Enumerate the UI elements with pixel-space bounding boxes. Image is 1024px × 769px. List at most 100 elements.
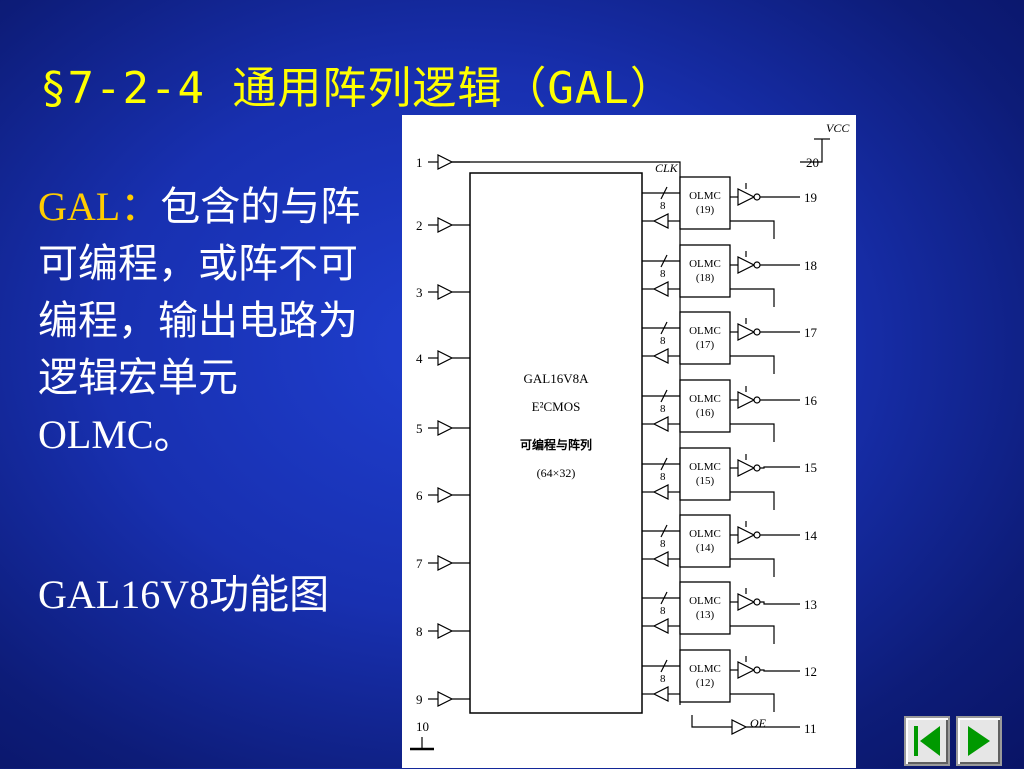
olmc-block — [679, 311, 731, 365]
bus-width-label: 8 — [660, 471, 666, 483]
output-pin-number: 15 — [804, 460, 817, 475]
oe-label: OE — [750, 716, 767, 730]
bus-width-label: 8 — [660, 335, 666, 347]
output-pin-number: 14 — [804, 528, 818, 543]
gal16v8-schematic: GAL16V8A E²CMOS 可编程与阵列 (64×32) VCC CLK O… — [410, 121, 850, 751]
olmc-index: (14) — [696, 542, 715, 554]
input-pin-number: 2 — [416, 218, 423, 233]
output-inverter-bubble — [753, 193, 761, 201]
input-buffer — [437, 487, 454, 503]
input-buffer — [437, 350, 454, 366]
feedback-buffer — [652, 618, 669, 634]
feedback-buffer — [652, 348, 669, 364]
bus-width-label: 8 — [660, 403, 666, 415]
feedback-buffer — [652, 484, 669, 500]
output-pin-number: 18 — [804, 258, 817, 273]
input-buffer — [437, 217, 454, 233]
input-pin-number: 6 — [416, 488, 423, 503]
olmc-index: (18) — [696, 272, 715, 284]
olmc-index: (13) — [696, 609, 715, 621]
output-inverter-bubble — [753, 666, 761, 674]
olmc-index: (12) — [696, 677, 715, 689]
chip-name: GAL16V8A — [524, 371, 590, 386]
oe-buffer — [731, 719, 748, 735]
vcc-pin-number: 20 — [806, 155, 819, 170]
olmc-block — [679, 514, 731, 568]
input-buffer — [437, 420, 454, 436]
olmc-block — [679, 379, 731, 433]
bus-width-label: 8 — [660, 605, 666, 617]
gal16v8-diagram: GAL16V8A E²CMOS 可编程与阵列 (64×32) VCC CLK O… — [402, 115, 856, 768]
feedback-buffer — [652, 281, 669, 297]
bus-width-label: 8 — [660, 200, 666, 212]
input-pin-number: 3 — [416, 285, 423, 300]
input-buffer — [437, 623, 454, 639]
output-buffer — [737, 661, 756, 679]
chip-process: E²CMOS — [532, 399, 581, 414]
olmc-label: OLMC — [689, 663, 721, 675]
array-size: (64×32) — [537, 466, 576, 480]
description-text: GAL：包含的与阵可编程，或阵不可编程，输出电路为逻辑宏单元OLMC。 — [38, 178, 378, 463]
diagram-caption: GAL16V8功能图 — [38, 572, 330, 617]
repeated-pins-and-cells: 1234567898OLMC(19)198OLMC(18)188OLMC(17)… — [410, 154, 818, 751]
olmc-index: (15) — [696, 475, 715, 487]
input-pin-number: 4 — [416, 351, 423, 366]
olmc-block — [679, 447, 731, 501]
feedback-buffer — [652, 551, 669, 567]
vcc-label: VCC — [826, 121, 850, 135]
olmc-label: OLMC — [689, 461, 721, 473]
output-buffer — [737, 593, 756, 611]
description-prefix: GAL： — [38, 184, 161, 229]
next-slide-button[interactable] — [956, 716, 1002, 766]
input-pin-number: 9 — [416, 692, 423, 707]
input-buffer — [437, 154, 454, 170]
output-pin-number: 19 — [804, 190, 817, 205]
clk-label: CLK — [655, 161, 679, 175]
output-inverter-bubble — [753, 531, 761, 539]
olmc-label: OLMC — [689, 258, 721, 270]
output-inverter-bubble — [753, 261, 761, 269]
olmc-index: (16) — [696, 407, 715, 419]
output-buffer — [737, 256, 756, 274]
prev-slide-button[interactable] — [904, 716, 950, 766]
olmc-block — [679, 649, 731, 703]
olmc-block — [679, 581, 731, 635]
next-slide-icon — [968, 726, 990, 756]
slide-title: §7-2-4 通用阵列逻辑（GAL） — [40, 63, 675, 114]
output-buffer — [737, 323, 756, 341]
output-inverter-bubble — [753, 598, 761, 606]
description-body: 包含的与阵可编程，或阵不可编程，输出电路为逻辑宏单元OLMC。 — [38, 184, 361, 457]
output-buffer — [737, 391, 756, 409]
olmc-index: (17) — [696, 339, 715, 351]
output-inverter-bubble — [753, 464, 761, 472]
and-array-block — [469, 172, 643, 714]
input-buffer — [437, 284, 454, 300]
array-label: 可编程与阵列 — [520, 437, 592, 452]
olmc-block — [679, 176, 731, 230]
ground-pin-number: 10 — [416, 719, 429, 734]
output-pin-number: 13 — [804, 597, 817, 612]
output-buffer — [737, 459, 756, 477]
bus-width-label: 8 — [660, 673, 666, 685]
feedback-buffer — [652, 686, 669, 702]
output-buffer — [737, 188, 756, 206]
output-inverter-bubble — [753, 396, 761, 404]
oe-pin-number: 11 — [804, 721, 817, 736]
olmc-index: (19) — [696, 204, 715, 216]
olmc-label: OLMC — [689, 595, 721, 607]
input-pin-number: 8 — [416, 624, 423, 639]
output-inverter-bubble — [753, 328, 761, 336]
output-pin-number: 16 — [804, 393, 818, 408]
input-buffer — [437, 555, 454, 571]
feedback-buffer — [652, 416, 669, 432]
olmc-label: OLMC — [689, 528, 721, 540]
olmc-block — [679, 244, 731, 298]
bus-width-label: 8 — [660, 538, 666, 550]
bus-width-label: 8 — [660, 268, 666, 280]
olmc-label: OLMC — [689, 325, 721, 337]
feedback-buffer — [652, 213, 669, 229]
output-pin-number: 17 — [804, 325, 818, 340]
input-pin-number: 7 — [416, 556, 423, 571]
olmc-label: OLMC — [689, 393, 721, 405]
output-pin-number: 12 — [804, 664, 817, 679]
